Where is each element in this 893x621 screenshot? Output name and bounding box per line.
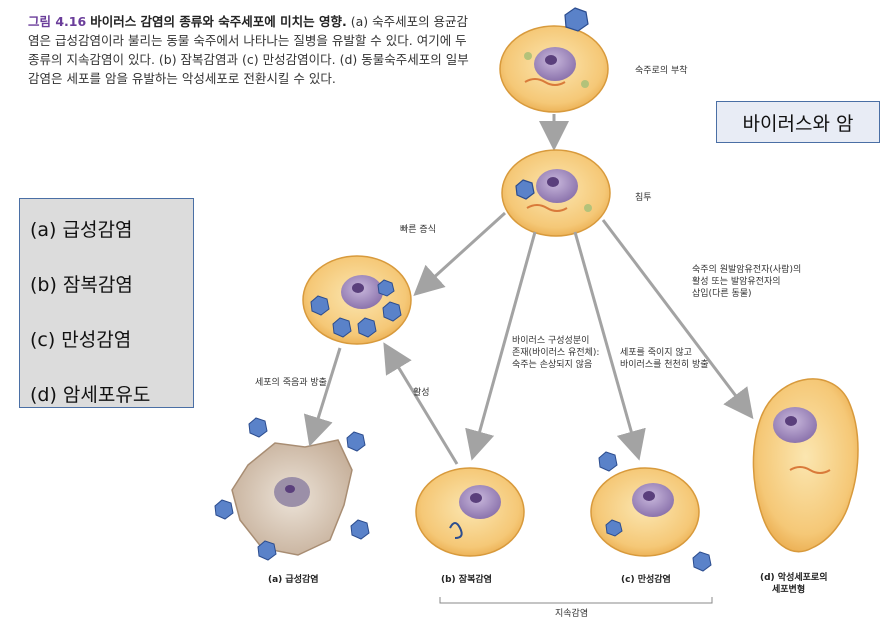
label-acute: (a) 급성감염 bbox=[268, 573, 319, 585]
cell-penetration bbox=[501, 149, 611, 237]
label-malignant-1: (d) 악성세포로의 bbox=[760, 571, 827, 583]
label-chronic-note-1: 세포를 죽이지 않고 bbox=[620, 347, 692, 358]
label-latent-note-3: 숙주는 손상되지 않음 bbox=[512, 359, 592, 370]
cell-latent bbox=[415, 467, 525, 557]
virus-icon bbox=[346, 431, 366, 452]
arrow-to-chronic bbox=[573, 231, 646, 461]
label-latent: (b) 잠복감염 bbox=[441, 573, 492, 585]
virus-icon bbox=[214, 499, 234, 520]
label-persistent: 지속감염 bbox=[555, 607, 588, 619]
virus-icon bbox=[692, 551, 712, 572]
label-malignant-2: 세포변형 bbox=[772, 583, 805, 595]
virus-icon bbox=[248, 417, 268, 438]
topic-title-box: 바이러스와 암 bbox=[716, 101, 880, 143]
legend-item-cancer: (d) 암세포유도 bbox=[30, 384, 151, 406]
legend-item-chronic: (c) 만성감염 bbox=[30, 329, 132, 351]
cell-lysed bbox=[231, 439, 353, 556]
infection-types-legend: (a) 급성감염 (b) 잠복감염 (c) 만성감염 (d) 암세포유도 bbox=[19, 198, 194, 408]
figure-label: 그림 4.16 bbox=[28, 14, 87, 29]
virus-icon bbox=[564, 7, 589, 32]
cell-attachment bbox=[499, 25, 609, 113]
label-oncogene-note-3: 삽입(다른 동물) bbox=[692, 287, 752, 299]
label-attachment: 숙주로의 부착 bbox=[635, 65, 688, 76]
cell-malignant bbox=[752, 378, 859, 553]
label-chronic-note-2: 바이러스를 천천히 방출 bbox=[620, 359, 709, 370]
legend-item-acute: (a) 급성감염 bbox=[30, 219, 133, 241]
label-rapid-replication: 빠른 증식 bbox=[400, 224, 436, 235]
label-activation: 활성 bbox=[413, 386, 430, 398]
arrow-to-malignant bbox=[601, 219, 754, 420]
figure-title: 바이러스 감염의 종류와 숙주세포에 미치는 영향. bbox=[90, 14, 347, 29]
label-oncogene-note-1: 숙주의 원발암유전자(사람)의 bbox=[692, 263, 801, 275]
figure-caption: 그림 4.16 바이러스 감염의 종류와 숙주세포에 미치는 영향. (a) 숙… bbox=[28, 12, 473, 88]
label-death-release: 세포의 죽음과 방출 bbox=[255, 377, 327, 388]
virus-icon bbox=[350, 519, 370, 540]
label-oncogene-note-2: 활성 또는 발암유전자의 bbox=[692, 275, 781, 287]
legend-item-latent: (b) 잠복감염 bbox=[30, 274, 133, 296]
virus-icon bbox=[257, 540, 277, 561]
label-latent-note-2: 존재(바이러스 유전체): bbox=[512, 347, 599, 358]
label-chronic: (c) 만성감염 bbox=[621, 573, 671, 585]
arrow-to-lysis bbox=[303, 347, 342, 447]
cell-rapid-replication bbox=[302, 255, 412, 345]
label-latent-note-1: 바이러스 구성성분이 bbox=[512, 335, 589, 346]
cell-chronic bbox=[590, 467, 700, 557]
virus-icon bbox=[515, 179, 535, 200]
arrow-to-rapid-replication bbox=[413, 211, 507, 297]
virus-icon bbox=[598, 451, 618, 472]
caption-body: (a) 숙주세포의 용균감염은 급성감염이라 불리는 동물 숙주에서 나타나는 … bbox=[28, 14, 469, 86]
arrow-activation bbox=[383, 342, 459, 465]
arrow-to-latent bbox=[465, 231, 537, 461]
persistent-bracket bbox=[439, 597, 713, 604]
label-penetration: 침투 bbox=[635, 192, 652, 203]
